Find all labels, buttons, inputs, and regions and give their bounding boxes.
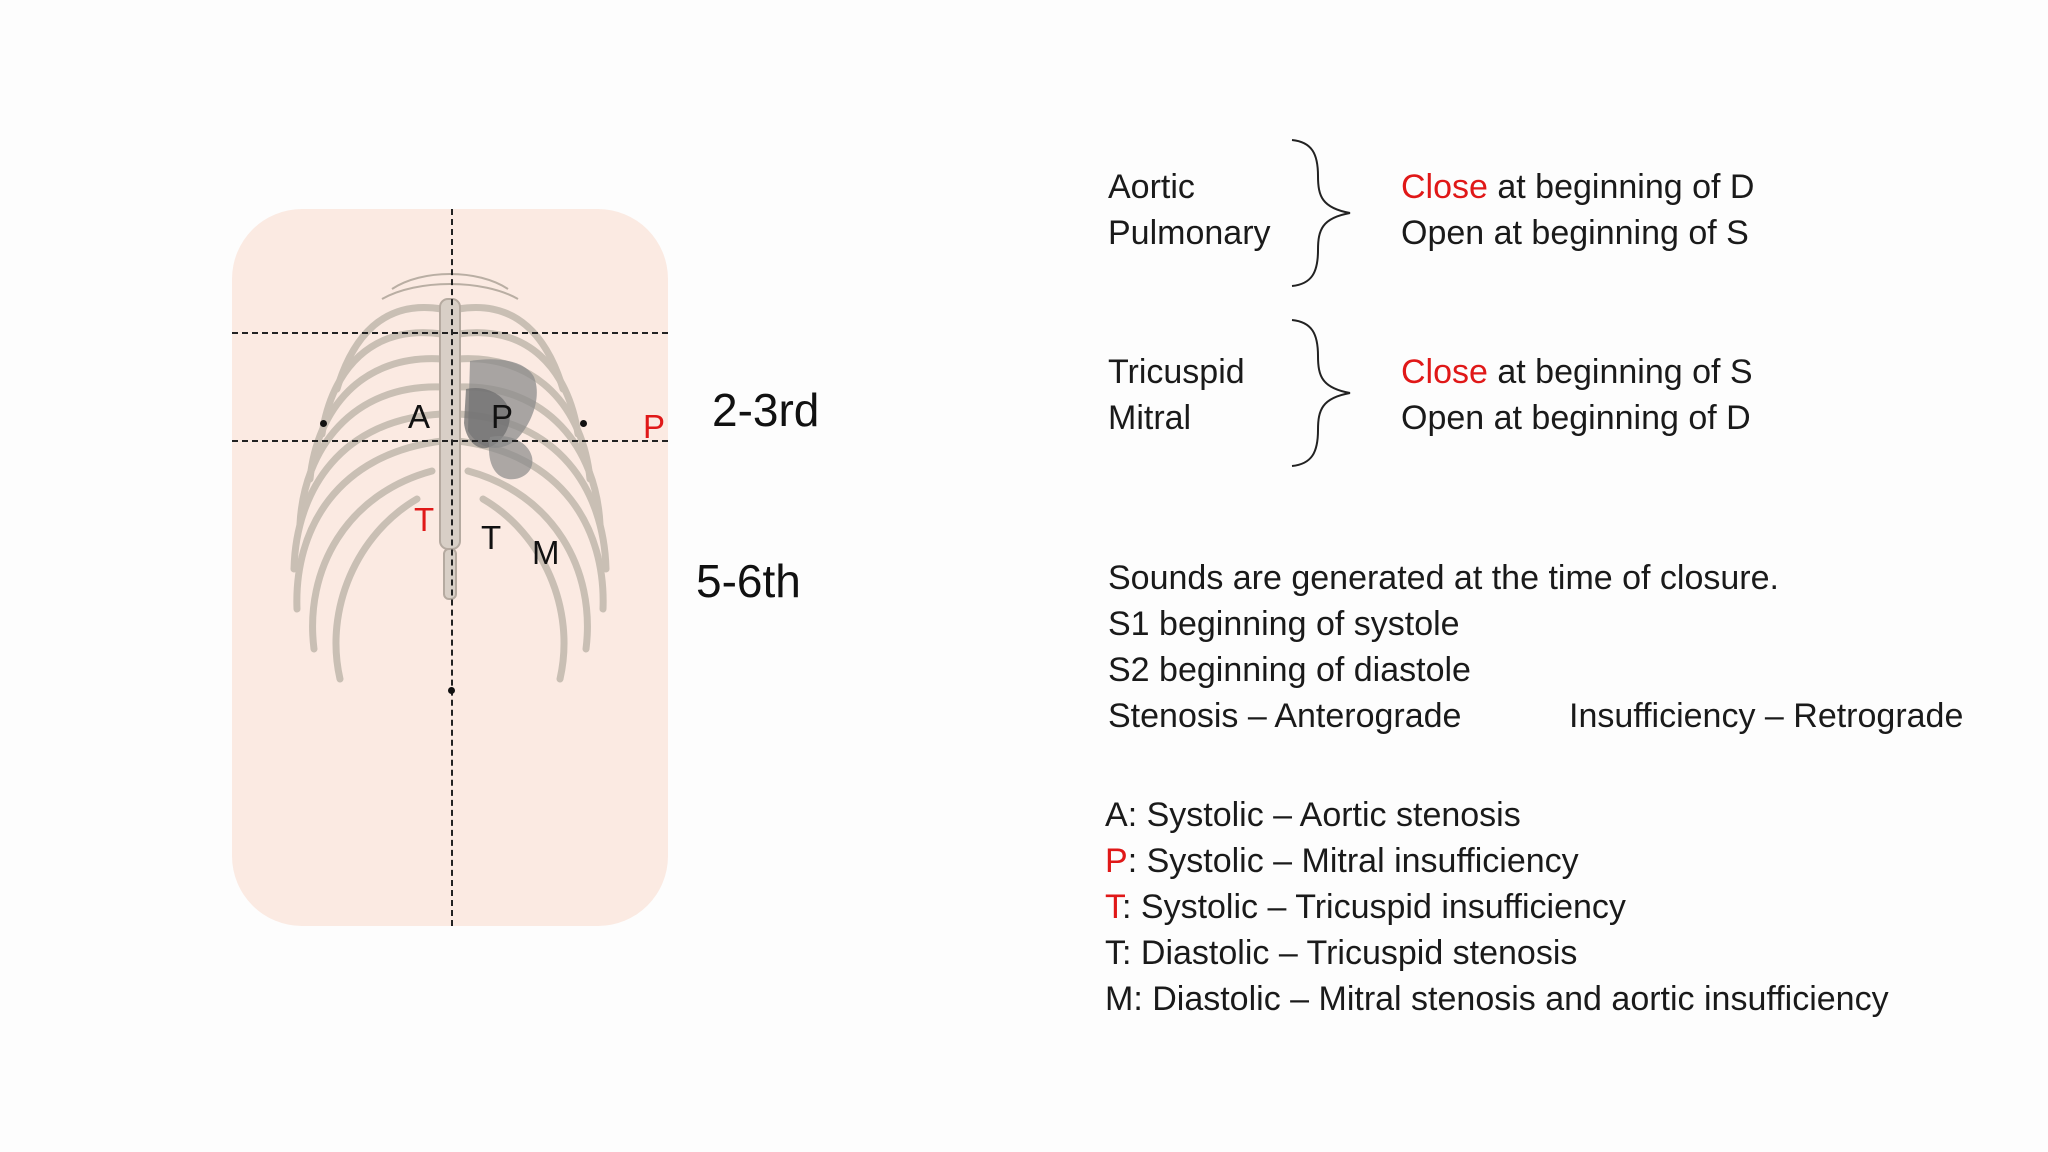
murmur-desc: : Systolic – Tricuspid insufficiency bbox=[1122, 888, 1626, 926]
semilunar-close-rest: at beginning of D bbox=[1487, 168, 1755, 206]
marker-pulmonary: P bbox=[491, 398, 514, 435]
stenosis-definition: Stenosis – Anterograde bbox=[1108, 697, 1462, 735]
marker-aortic: A bbox=[408, 398, 431, 435]
marker-tricuspid-insufficiency: T bbox=[414, 501, 435, 538]
murmur-desc: : Systolic – Mitral insufficiency bbox=[1127, 842, 1579, 880]
xiphoid-dot bbox=[448, 687, 455, 694]
murmur-key: A bbox=[1105, 796, 1128, 834]
murmur-item: A: Systolic – Aortic stenosis bbox=[1105, 792, 1521, 838]
murmur-desc: : Systolic – Aortic stenosis bbox=[1127, 796, 1521, 834]
valve-name-mitral: Mitral bbox=[1108, 399, 1192, 437]
left-auscultation-dot bbox=[320, 420, 327, 427]
valve-name-aortic: Aortic bbox=[1108, 168, 1195, 206]
murmur-desc: : Diastolic – Tricuspid stenosis bbox=[1122, 934, 1578, 972]
insufficiency-definition: Insufficiency – Retrograde bbox=[1569, 697, 1964, 735]
av-close-word: Close bbox=[1401, 353, 1488, 391]
midsternal-line bbox=[451, 209, 453, 926]
right-auscultation-dot bbox=[580, 420, 587, 427]
marker-mitral: M bbox=[532, 534, 560, 571]
marker-mitral-insufficiency: P bbox=[643, 408, 666, 445]
murmur-item: M: Diastolic – Mitral stenosis and aorti… bbox=[1105, 976, 1889, 1022]
murmur-item: T: Diastolic – Tricuspid stenosis bbox=[1105, 930, 1577, 976]
valve-name-pulmonary: Pulmonary bbox=[1108, 214, 1271, 252]
semilunar-open-line: Open at beginning of S bbox=[1401, 214, 1749, 252]
murmur-item: P: Systolic – Mitral insufficiency bbox=[1105, 838, 1579, 884]
marker-tricuspid-stenosis: T bbox=[481, 519, 502, 556]
murmur-key: P bbox=[1105, 842, 1128, 880]
murmur-desc: : Diastolic – Mitral stenosis and aortic… bbox=[1133, 980, 1889, 1018]
brace-av bbox=[1291, 319, 1351, 467]
sounds-line-1: Sounds are generated at the time of clos… bbox=[1108, 559, 1779, 597]
av-close-line: Close at beginning of S bbox=[1401, 349, 1753, 395]
murmur-key: M bbox=[1105, 980, 1134, 1018]
brace-semilunar bbox=[1291, 139, 1351, 287]
intercostal-2-3-line bbox=[232, 440, 668, 442]
level-label-lower: 5-6th bbox=[696, 555, 801, 607]
semilunar-close-line: Close at beginning of D bbox=[1401, 164, 1754, 210]
semilunar-close-word: Close bbox=[1401, 168, 1488, 206]
murmur-item: T: Systolic – Tricuspid insufficiency bbox=[1105, 884, 1626, 930]
av-open-line: Open at beginning of D bbox=[1401, 399, 1751, 437]
murmur-key: T bbox=[1105, 934, 1122, 972]
valve-name-tricuspid: Tricuspid bbox=[1108, 353, 1245, 391]
sounds-line-2: S1 beginning of systole bbox=[1108, 605, 1460, 643]
clavicle-reference-line bbox=[232, 332, 668, 334]
murmur-key: T bbox=[1105, 888, 1122, 926]
level-label-upper: 2-3rd bbox=[712, 384, 820, 436]
sounds-line-3: S2 beginning of diastole bbox=[1108, 651, 1471, 689]
av-close-rest: at beginning of S bbox=[1487, 353, 1753, 391]
rib-cage-illustration bbox=[290, 273, 610, 683]
